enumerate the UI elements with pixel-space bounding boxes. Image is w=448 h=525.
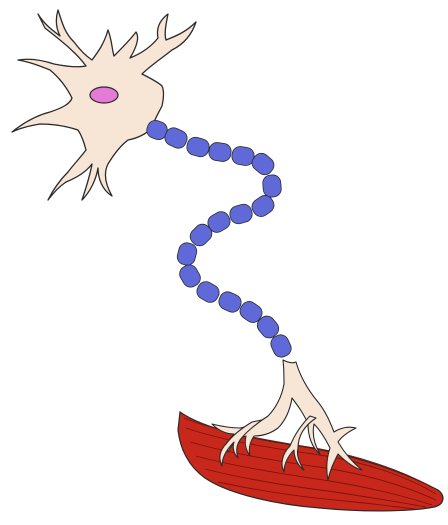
- myelin-sheath-segment: [185, 135, 211, 158]
- myelin-sheath-segment: [231, 145, 256, 167]
- cell-body: [12, 10, 196, 200]
- myelin-sheath-segment: [262, 174, 282, 197]
- myelin-sheath-segment: [208, 142, 232, 163]
- myelinated-axon: [145, 118, 294, 360]
- myelin-sheath-segment: [228, 202, 254, 225]
- nucleus: [90, 87, 118, 103]
